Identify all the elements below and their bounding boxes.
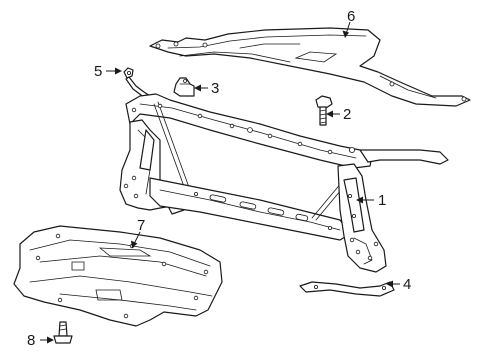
part-5-prop-rod xyxy=(123,67,151,100)
part-7-splash-shield xyxy=(13,225,223,327)
callout-5: 5 xyxy=(94,63,102,80)
part-8-fastener xyxy=(53,321,73,344)
part-2-bolt xyxy=(315,95,333,126)
part-1-radiator-support xyxy=(119,93,449,273)
part-4-lower-bracket xyxy=(299,281,395,297)
part-3-bracket xyxy=(173,77,195,97)
part-6-upper-cover xyxy=(149,27,471,107)
callout-4: 4 xyxy=(403,276,411,293)
callout-3: 3 xyxy=(211,80,219,97)
leader-lines xyxy=(40,21,400,344)
callout-1: 1 xyxy=(378,192,386,209)
callout-7: 7 xyxy=(137,217,145,234)
callout-8: 8 xyxy=(27,332,35,349)
callout-6: 6 xyxy=(347,8,355,25)
callout-2: 2 xyxy=(343,106,351,123)
